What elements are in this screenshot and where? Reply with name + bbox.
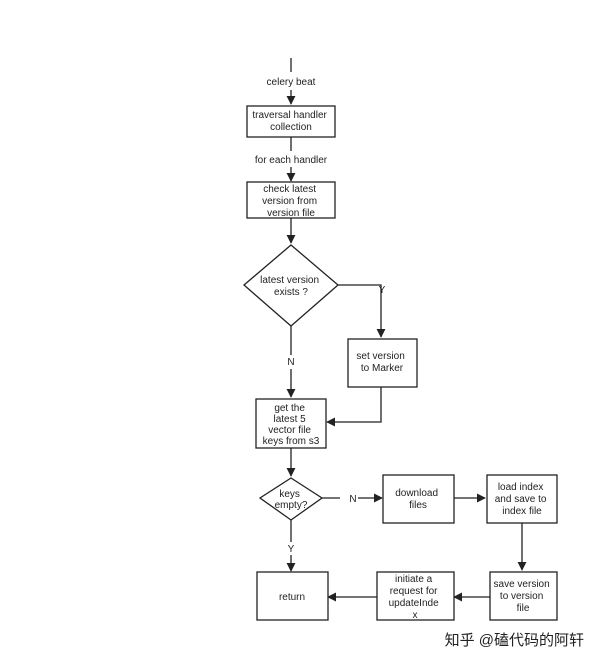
node-initiate-box: [376, 571, 455, 621]
node-setver-line-2: to Marker: [361, 363, 404, 374]
node-loadindex-label: load index and save to index file: [495, 482, 550, 517]
edge-label-start: celery beat: [267, 77, 316, 88]
node-download-label: download files: [395, 488, 441, 511]
node-check: check latest version from version file: [246, 181, 336, 219]
node-initiate: initiate a request for updateInde x: [376, 571, 455, 621]
node-savever-line-3: file: [517, 603, 530, 614]
node-check-line-3: version file: [267, 208, 315, 219]
edge-label-exists-setver: Y: [379, 285, 386, 296]
node-loadindex-line-2: and save to: [495, 494, 547, 505]
node-traversal-box: [246, 105, 336, 138]
edge-label-keysempty-return: Y: [288, 544, 295, 555]
node-savever-label: save version to version file: [494, 579, 553, 614]
node-getlatest-line-4: keys from s3: [263, 436, 320, 447]
node-getlatest-label: get the latest 5 vector file keys from s…: [263, 403, 320, 447]
node-keysempty-line-1: keys: [279, 489, 300, 500]
edge-keysempty-return: Y: [286, 520, 296, 572]
node-setver: set version to Marker: [347, 338, 418, 388]
node-setver-box: [347, 338, 418, 388]
node-traversal-line-1: traversal handler: [252, 110, 327, 121]
node-download-line-2: files: [409, 500, 427, 511]
edge-exists-setver: Y: [338, 284, 386, 338]
edge-setver-getlatest: [326, 387, 382, 427]
node-initiate-line-3: updateInde: [389, 598, 439, 609]
node-getlatest-line-2: latest 5: [273, 414, 306, 425]
node-exists-label: latest version exists ?: [260, 275, 322, 298]
node-check-line-2: version from: [262, 196, 317, 207]
edge-label-keysempty-download: N: [349, 494, 356, 505]
node-savever-line-2: to version: [500, 591, 543, 602]
node-download-box: [382, 474, 455, 524]
node-check-line-1: check latest: [263, 184, 316, 195]
edge-exists-getlatest: N: [286, 326, 296, 398]
node-check-box: [246, 181, 336, 219]
edge-label-exists-getlatest: N: [287, 357, 294, 368]
node-setver-line-1: set version: [356, 351, 404, 362]
node-return: return: [256, 571, 329, 621]
node-loadindex: load index and save to index file: [486, 474, 558, 524]
edge-label-foreach: for each handler: [255, 155, 328, 166]
node-getlatest-box: [255, 398, 327, 449]
node-setver-label: set version to Marker: [356, 351, 407, 374]
node-download-line-1: download: [395, 488, 438, 499]
node-traversal-label: traversal handler collection: [252, 110, 329, 133]
node-return-box: [256, 571, 329, 621]
node-traversal: traversal handler collection: [246, 105, 336, 138]
node-keysempty: keys empty?: [258, 477, 324, 521]
node-initiate-label: initiate a request for updateInde x: [389, 574, 442, 621]
node-loadindex-box: [486, 474, 558, 524]
node-exists-line-1: latest version: [260, 275, 319, 286]
node-keysempty-line-2: empty?: [275, 500, 308, 511]
node-download: download files: [382, 474, 455, 524]
node-initiate-line-1: initiate a: [395, 574, 433, 585]
node-initiate-line-4: x: [413, 610, 418, 621]
watermark-text: 知乎 @磕代码的阿轩: [445, 632, 584, 649]
node-savever-line-1: save version: [494, 579, 550, 590]
node-savever: save version to version file: [489, 571, 558, 621]
node-savever-box: [489, 571, 558, 621]
node-check-label: check latest version from version file: [262, 184, 320, 219]
node-getlatest-line-3: vector file: [268, 425, 311, 436]
node-keysempty-label: keys empty?: [275, 489, 308, 511]
node-getlatest-line-1: get the: [274, 403, 305, 414]
node-initiate-line-2: request for: [390, 586, 438, 597]
node-exists: latest version exists ?: [243, 244, 339, 327]
edge-foreach: for each handler: [255, 137, 328, 182]
node-getlatest: get the latest 5 vector file keys from s…: [255, 398, 327, 449]
node-traversal-line-2: collection: [270, 122, 312, 133]
node-keysempty-diamond: [258, 477, 324, 521]
edge-start: celery beat: [267, 58, 316, 105]
node-loadindex-line-1: load index: [498, 482, 544, 493]
node-exists-line-2: exists ?: [274, 287, 308, 298]
edge-exists-setver-line: [338, 284, 386, 338]
node-loadindex-line-3: index file: [502, 506, 542, 517]
edge-keysempty-download: N: [322, 493, 383, 505]
node-return-label: return: [279, 592, 305, 603]
node-exists-diamond: [243, 244, 339, 327]
